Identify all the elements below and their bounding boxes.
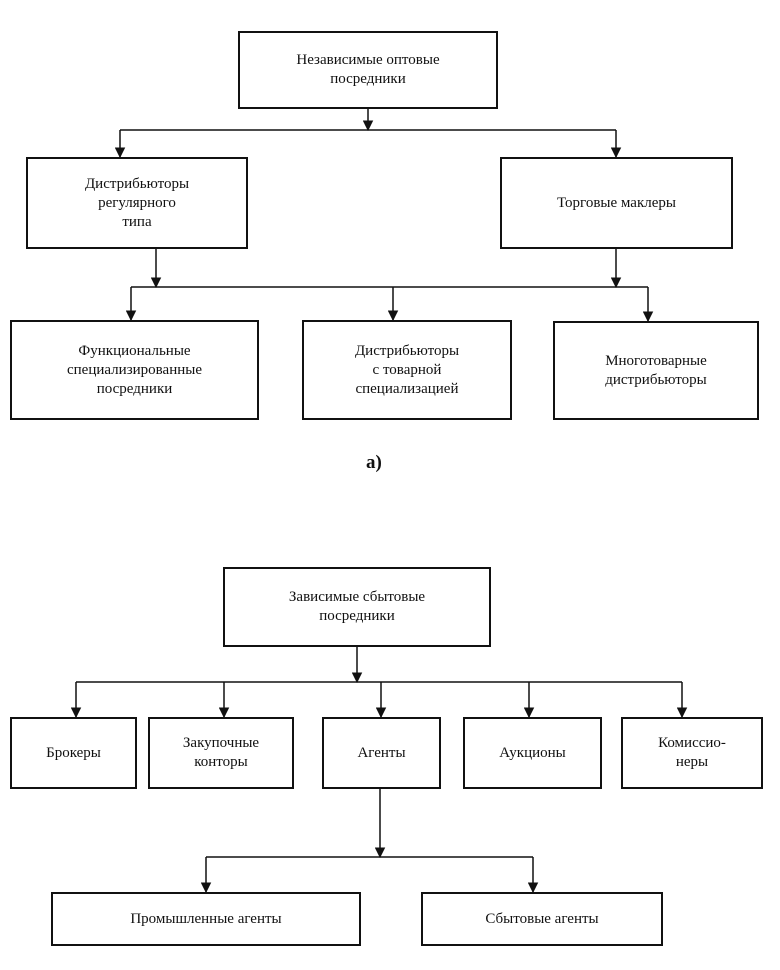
- node-agents: Агенты: [322, 717, 441, 789]
- node-label: Сбытовые агенты: [485, 910, 599, 927]
- node-label: Промышленные агенты: [130, 910, 282, 927]
- node-auctions: Аукционы: [463, 717, 602, 789]
- node-product-specialized-distributors: Дистрибьюторы с товарной специализацией: [302, 320, 512, 420]
- node-multiproduct-distributors: Многотоварные дистрибьюторы: [553, 321, 759, 420]
- node-label: Функциональные специализированные посред…: [67, 342, 202, 397]
- node-functional-specialized-intermediaries: Функциональные специализированные посред…: [10, 320, 259, 420]
- node-label: Агенты: [357, 744, 406, 761]
- node-regular-distributors: Дистрибьюторы регулярного типа: [26, 157, 248, 249]
- node-sales-agents: Сбытовые агенты: [421, 892, 663, 946]
- node-label: Зависимые сбытовые посредники: [288, 589, 426, 624]
- node-label: Комиссио- неры: [658, 735, 726, 770]
- node-label: Дистрибьюторы регулярного типа: [84, 175, 190, 230]
- node-label: Независимые оптовые посредники: [296, 52, 440, 87]
- figure-caption-a: а): [366, 452, 382, 473]
- node-purchasing-offices: Закупочные конторы: [148, 717, 294, 789]
- node-label: Закупочные конторы: [182, 735, 260, 770]
- node-commission-agents: Комиссио- неры: [621, 717, 763, 789]
- node-label: Дистрибьюторы с товарной специализацией: [354, 342, 460, 397]
- node-label: Торговые маклеры: [557, 194, 676, 211]
- node-dependent-sales-intermediaries: Зависимые сбытовые посредники: [223, 567, 491, 647]
- node-industrial-agents: Промышленные агенты: [51, 892, 361, 946]
- node-trade-brokers: Торговые маклеры: [500, 157, 733, 249]
- node-label: Брокеры: [46, 744, 101, 761]
- node-independent-wholesale-intermediaries: Независимые оптовые посредники: [238, 31, 498, 109]
- node-brokers: Брокеры: [10, 717, 137, 789]
- node-label: Многотоварные дистрибьюторы: [605, 352, 707, 388]
- node-label: Аукционы: [499, 744, 566, 761]
